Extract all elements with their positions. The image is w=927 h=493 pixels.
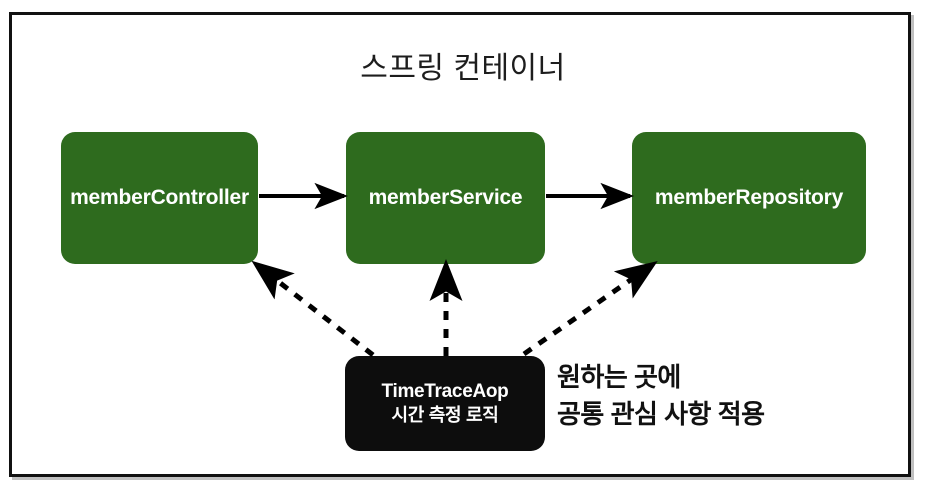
bean-box-member-service[interactable]: memberService — [346, 132, 545, 264]
aspect-description: 시간 측정 로직 — [391, 404, 499, 425]
bean-label: memberController — [70, 186, 249, 209]
annotation-line-1: 원하는 곳에 — [557, 362, 681, 392]
bean-box-member-repository[interactable]: memberRepository — [632, 132, 866, 264]
bean-label: memberRepository — [654, 186, 844, 209]
bean-label: memberService — [368, 186, 523, 209]
annotation-text: 원하는 곳에 공통 관심 사항 적용 — [557, 359, 765, 433]
annotation-line-2: 공통 관심 사항 적용 — [557, 398, 765, 429]
container-title: 스프링 컨테이너 — [360, 52, 566, 85]
bean-box-member-controller[interactable]: memberController — [61, 132, 258, 264]
aspect-box-time-trace-aop[interactable]: TimeTraceAop 시간 측정 로직 — [345, 356, 545, 451]
aspect-name: TimeTraceAop — [381, 380, 509, 402]
